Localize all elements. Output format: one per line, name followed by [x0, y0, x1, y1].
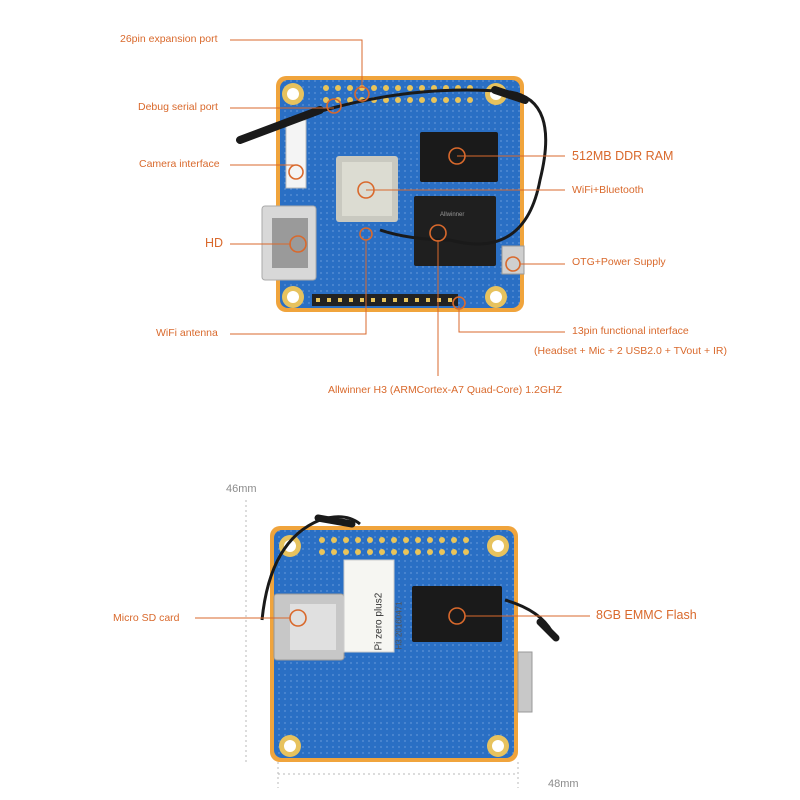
silkscreen-model: Pi zero plus2 — [373, 592, 385, 651]
camera-connector — [285, 119, 307, 189]
emmc-chip — [412, 586, 502, 642]
label-functional-interface: 13pin functional interface — [572, 325, 689, 337]
label-emmc: 8GB EMMC Flash — [596, 608, 697, 622]
top-board: Allwinner — [236, 76, 548, 312]
label-cpu: Allwinner H3 (ARMCortex-A7 Quad-Core) 1.… — [328, 384, 562, 396]
mounting-hole — [279, 535, 509, 757]
label-hd: HD — [205, 236, 224, 250]
mounting-hole — [282, 83, 507, 308]
ram-chip — [420, 132, 498, 182]
label-expansion-port: 26pin expansion port — [120, 33, 218, 45]
label-functional-detail: (Headset + Mic + 2 USB2.0 + TVout + IR) — [534, 345, 727, 357]
top-callouts — [230, 39, 565, 376]
silkscreen-serial: H3 20160471 — [394, 601, 404, 650]
label-ram: 512MB DDR RAM — [572, 149, 674, 163]
micro-usb-port — [501, 245, 525, 275]
bottom-board — [260, 514, 560, 762]
dimension-width: 48mm — [548, 778, 579, 790]
functional-header — [312, 294, 458, 306]
label-camera-interface: Camera interface — [139, 158, 220, 170]
label-wifi-antenna: WiFi antenna — [156, 327, 218, 339]
label-wifi-bluetooth: WiFi+Bluetooth — [572, 184, 644, 196]
label-microsd: Micro SD card — [113, 612, 180, 624]
sticker — [343, 559, 395, 653]
bottom-callouts — [195, 607, 590, 627]
label-debug-port: Debug serial port — [138, 101, 218, 113]
dimension-lines — [245, 500, 519, 788]
antenna-cable — [239, 88, 548, 246]
dimension-height: 46mm — [226, 483, 257, 495]
cpu-chip — [414, 196, 496, 266]
label-otg-power: OTG+Power Supply — [572, 256, 666, 268]
svg-text:Allwinner: Allwinner — [440, 212, 464, 218]
